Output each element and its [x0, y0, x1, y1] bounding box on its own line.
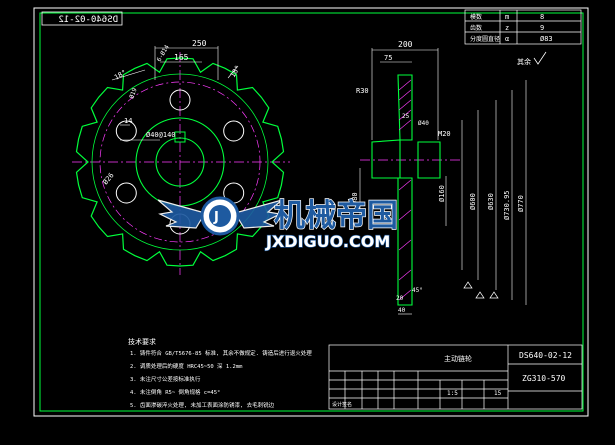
- scale-value: 1:5: [447, 390, 458, 397]
- weight-reduction-hole: [223, 120, 245, 142]
- dim-hole-dia: Ø26: [101, 171, 115, 186]
- dim-inner-small: Ø19: [128, 87, 138, 100]
- dim-chamfer: 45°: [412, 287, 423, 294]
- dim-overall-width: 200: [398, 40, 413, 49]
- spec-table: [464, 9, 582, 45]
- dim-d1: Ø80: [351, 192, 359, 205]
- dim-bottom-b: 40: [398, 307, 406, 314]
- technical-note: 1. 铸件符合 GB/T5676-85 标准, 其余不做规定. 铸造后进行退火处…: [130, 349, 312, 357]
- dim-r-label: R30: [356, 87, 369, 95]
- sign-label: 设计签名: [332, 401, 352, 408]
- weight-reduction-hole: [115, 120, 137, 142]
- dim-d5: Ø730.95: [503, 190, 511, 220]
- watermark-url: JXDIGUO.COM: [265, 232, 390, 251]
- bore-circle: [155, 137, 205, 187]
- technical-note: 3. 未注尺寸公差按标准执行: [130, 375, 201, 383]
- emblem-letter: J: [213, 210, 219, 225]
- part-name: 主动链轮: [444, 354, 472, 363]
- dim-top-width: 250: [192, 39, 207, 48]
- dim-d6: Ø770: [517, 195, 525, 212]
- dim-d3: Ø600: [469, 193, 477, 210]
- dim-d4: Ø630: [487, 193, 495, 210]
- wing-right-icon: [234, 199, 283, 229]
- dim-left-mark: 6-Ø14: [156, 44, 171, 63]
- title-block: [328, 344, 583, 410]
- spec-value: 8: [540, 13, 544, 21]
- dim-bottom-a: 20: [396, 295, 404, 302]
- dim-angle-left: 18°: [113, 68, 128, 81]
- spec-value: 9: [540, 24, 544, 32]
- wing-left-icon: [157, 199, 206, 229]
- watermark: J 机械帝国 JXDIGUO.COM: [157, 196, 399, 252]
- dim-step: 75: [384, 54, 392, 62]
- weight-reduction-hole: [115, 182, 137, 204]
- dim-inner-width: 165: [174, 53, 189, 62]
- dim-small-width: 25: [402, 113, 410, 120]
- mirrored-tag-text: DS640-02-12: [58, 15, 118, 25]
- dim-hub-dims: Ø40@140: [146, 131, 176, 139]
- weight-reduction-hole: [169, 89, 191, 111]
- drawing-number: DS640-02-12: [519, 351, 572, 360]
- spec-symbol: α: [505, 35, 509, 43]
- technical-note: 5. 齿面渗碳淬火处理, 未加工表面涂防锈漆, 去毛刺锐边: [130, 401, 275, 409]
- roughness-label: 其余: [517, 57, 531, 66]
- notes-title: 技术要求: [128, 337, 156, 346]
- material: ZG310-570: [522, 374, 566, 383]
- spec-symbol: z: [505, 24, 509, 32]
- sprocket-teeth-outline: [75, 57, 285, 267]
- dim-key-width: 14: [124, 117, 132, 125]
- sheet-frame-inner: [39, 12, 584, 412]
- sheet-value: 15: [494, 390, 502, 397]
- roughness-symbol: [533, 51, 547, 65]
- sprocket-section-view: 200 75 R30 25 Ø40 M20 Ø80 Ø160 Ø600 Ø630…: [351, 40, 527, 315]
- sprocket-front-view: 250 165 18° 18° Ø40@140 14 Ø26 6-Ø14 Ø19: [72, 39, 290, 275]
- watermark-brand: 机械帝国: [274, 198, 398, 234]
- dim-angle-right: 18°: [229, 64, 242, 79]
- mirrored-tag-box: [41, 11, 123, 26]
- technical-note: 2. 调质处理后的硬度 HRC45~50 深 1.2mm: [130, 362, 243, 370]
- spec-symbol: m: [505, 13, 509, 21]
- spec-value: Ø83: [540, 35, 553, 43]
- dim-m20: M20: [438, 130, 451, 138]
- spec-header: 分度圆直径: [470, 35, 500, 43]
- dim-hub: Ø40: [418, 120, 429, 127]
- spec-header: 齿数: [470, 24, 482, 32]
- keyway: [174, 131, 186, 143]
- dim-d2: Ø160: [438, 185, 446, 202]
- sheet-frame-outer: [33, 7, 589, 417]
- spec-header: 模数: [470, 13, 482, 21]
- technical-note: 4. 未注倒角 R5~ 倒角规格 c=45°: [130, 388, 220, 396]
